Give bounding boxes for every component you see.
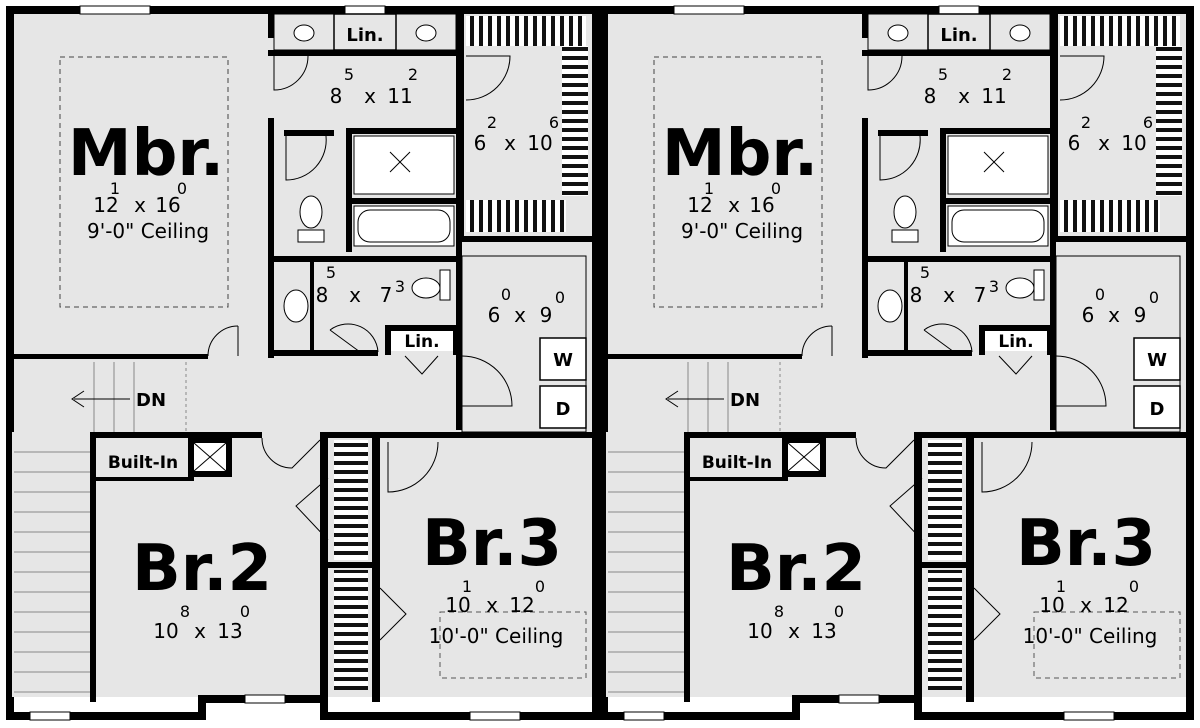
linen-hall-label: Lin. [404, 332, 439, 352]
mbr-dim-sep: x [134, 193, 146, 217]
unit-right-labels: Mbr. 1 0 12 x 16 9'-0" Ceiling Lin. 5 2 … [662, 25, 1167, 648]
master-closet-dim-a: 6 [1068, 131, 1081, 155]
master-closet-dim-b-sup: 6 [549, 113, 559, 132]
br3-dim-a: 10 [1039, 593, 1064, 617]
hall-bath-dim-a-sup: 5 [326, 263, 336, 282]
laundry-dim-a: 6 [1082, 303, 1095, 327]
hall-bath-dim-sep: x [349, 283, 361, 307]
br2-dim-b: 13 [811, 619, 836, 643]
unit-left-labels: Mbr. 1 0 12 x 16 9'-0" Ceiling Lin. 5 2 … [68, 25, 573, 648]
linen-hall-label: Lin. [998, 332, 1033, 352]
br2-dim-a-sup: 8 [774, 602, 784, 621]
br3-dim-a: 10 [445, 593, 470, 617]
mbr-dim-a: 12 [93, 193, 118, 217]
stairs-dn-label: DN [136, 390, 166, 411]
dryer-label: D [1150, 399, 1165, 420]
br3-title: Br.3 [1016, 507, 1156, 581]
master-bath-dim-b: 11 [981, 84, 1006, 108]
mbr-dim-b: 16 [749, 193, 774, 217]
mbr-dim-b-sup: 0 [177, 179, 187, 198]
hall-bath-dim-b: 7 [974, 283, 987, 307]
master-closet-dim-sep: x [504, 131, 516, 155]
master-bath-dim-a-sup: 5 [344, 65, 354, 84]
br3-title: Br.3 [422, 507, 562, 581]
master-bath-dim-a: 8 [924, 84, 937, 108]
br2-dim-a: 10 [153, 619, 178, 643]
mbr-dim-sep: x [728, 193, 740, 217]
br3-dim-a-sup: 1 [462, 577, 472, 596]
br3-dim-sep: x [1080, 593, 1092, 617]
br3-dim-a-sup: 1 [1056, 577, 1066, 596]
hall-bath-dim-a-sup: 5 [920, 263, 930, 282]
master-bath-dim-sep: x [958, 84, 970, 108]
hall-bath-dim-a: 8 [316, 283, 329, 307]
hall-bath-dim-b-sup: 3 [395, 277, 405, 296]
br3-ceiling: 10'-0" Ceiling [1023, 624, 1158, 648]
br2-dim-b-sup: 0 [834, 602, 844, 621]
laundry-dim-b: 9 [1134, 303, 1147, 327]
master-closet-dim-b-sup: 6 [1143, 113, 1153, 132]
br2-dim-a: 10 [747, 619, 772, 643]
washer-label: W [1147, 350, 1167, 371]
br2-title: Br.2 [132, 532, 272, 606]
hall-bath-dim-a: 8 [910, 283, 923, 307]
built-in-label: Built-In [702, 453, 772, 473]
br3-dim-b-sup: 0 [535, 577, 545, 596]
mbr-title: Mbr. [662, 117, 818, 191]
mbr-title: Mbr. [68, 117, 224, 191]
mbr-ceiling: 9'-0" Ceiling [87, 219, 209, 243]
laundry-dim-b: 9 [540, 303, 553, 327]
mbr-ceiling: 9'-0" Ceiling [681, 219, 803, 243]
master-bath-dim-a: 8 [330, 84, 343, 108]
master-closet-dim-b: 10 [527, 131, 552, 155]
linen-top-label: Lin. [346, 25, 383, 46]
master-closet-dim-a: 6 [474, 131, 487, 155]
br2-dim-b-sup: 0 [240, 602, 250, 621]
laundry-dim-b-sup: 0 [1149, 288, 1159, 307]
master-closet-dim-a-sup: 2 [1081, 113, 1091, 132]
laundry-dim-sep: x [1108, 303, 1120, 327]
laundry-dim-a-sup: 0 [1095, 285, 1105, 304]
mbr-dim-a: 12 [687, 193, 712, 217]
built-in-label: Built-In [108, 453, 178, 473]
master-closet-dim-sep: x [1098, 131, 1110, 155]
master-bath-dim-b: 11 [387, 84, 412, 108]
dryer-label: D [556, 399, 571, 420]
br3-ceiling: 10'-0" Ceiling [429, 624, 564, 648]
mbr-dim-a-sup: 1 [110, 179, 120, 198]
laundry-dim-a: 6 [488, 303, 501, 327]
laundry-dim-a-sup: 0 [501, 285, 511, 304]
br3-dim-sep: x [486, 593, 498, 617]
mbr-dim-a-sup: 1 [704, 179, 714, 198]
hall-bath-dim-sep: x [943, 283, 955, 307]
br2-dim-a-sup: 8 [180, 602, 190, 621]
washer-label: W [553, 350, 573, 371]
br3-dim-b: 12 [1103, 593, 1128, 617]
stairs-dn-label: DN [730, 390, 760, 411]
br2-title: Br.2 [726, 532, 866, 606]
mbr-dim-b: 16 [155, 193, 180, 217]
br2-dim-sep: x [788, 619, 800, 643]
master-bath-dim-b-sup: 2 [408, 65, 418, 84]
mbr-dim-b-sup: 0 [771, 179, 781, 198]
master-closet-dim-b: 10 [1121, 131, 1146, 155]
br3-dim-b-sup: 0 [1129, 577, 1139, 596]
master-closet-dim-a-sup: 2 [487, 113, 497, 132]
br2-dim-b: 13 [217, 619, 242, 643]
laundry-dim-b-sup: 0 [555, 288, 565, 307]
hall-bath-dim-b: 7 [380, 283, 393, 307]
master-bath-dim-b-sup: 2 [1002, 65, 1012, 84]
master-bath-dim-sep: x [364, 84, 376, 108]
br2-dim-sep: x [194, 619, 206, 643]
br3-dim-b: 12 [509, 593, 534, 617]
hall-bath-dim-b-sup: 3 [989, 277, 999, 296]
master-bath-dim-a-sup: 5 [938, 65, 948, 84]
laundry-dim-sep: x [514, 303, 526, 327]
linen-top-label: Lin. [940, 25, 977, 46]
